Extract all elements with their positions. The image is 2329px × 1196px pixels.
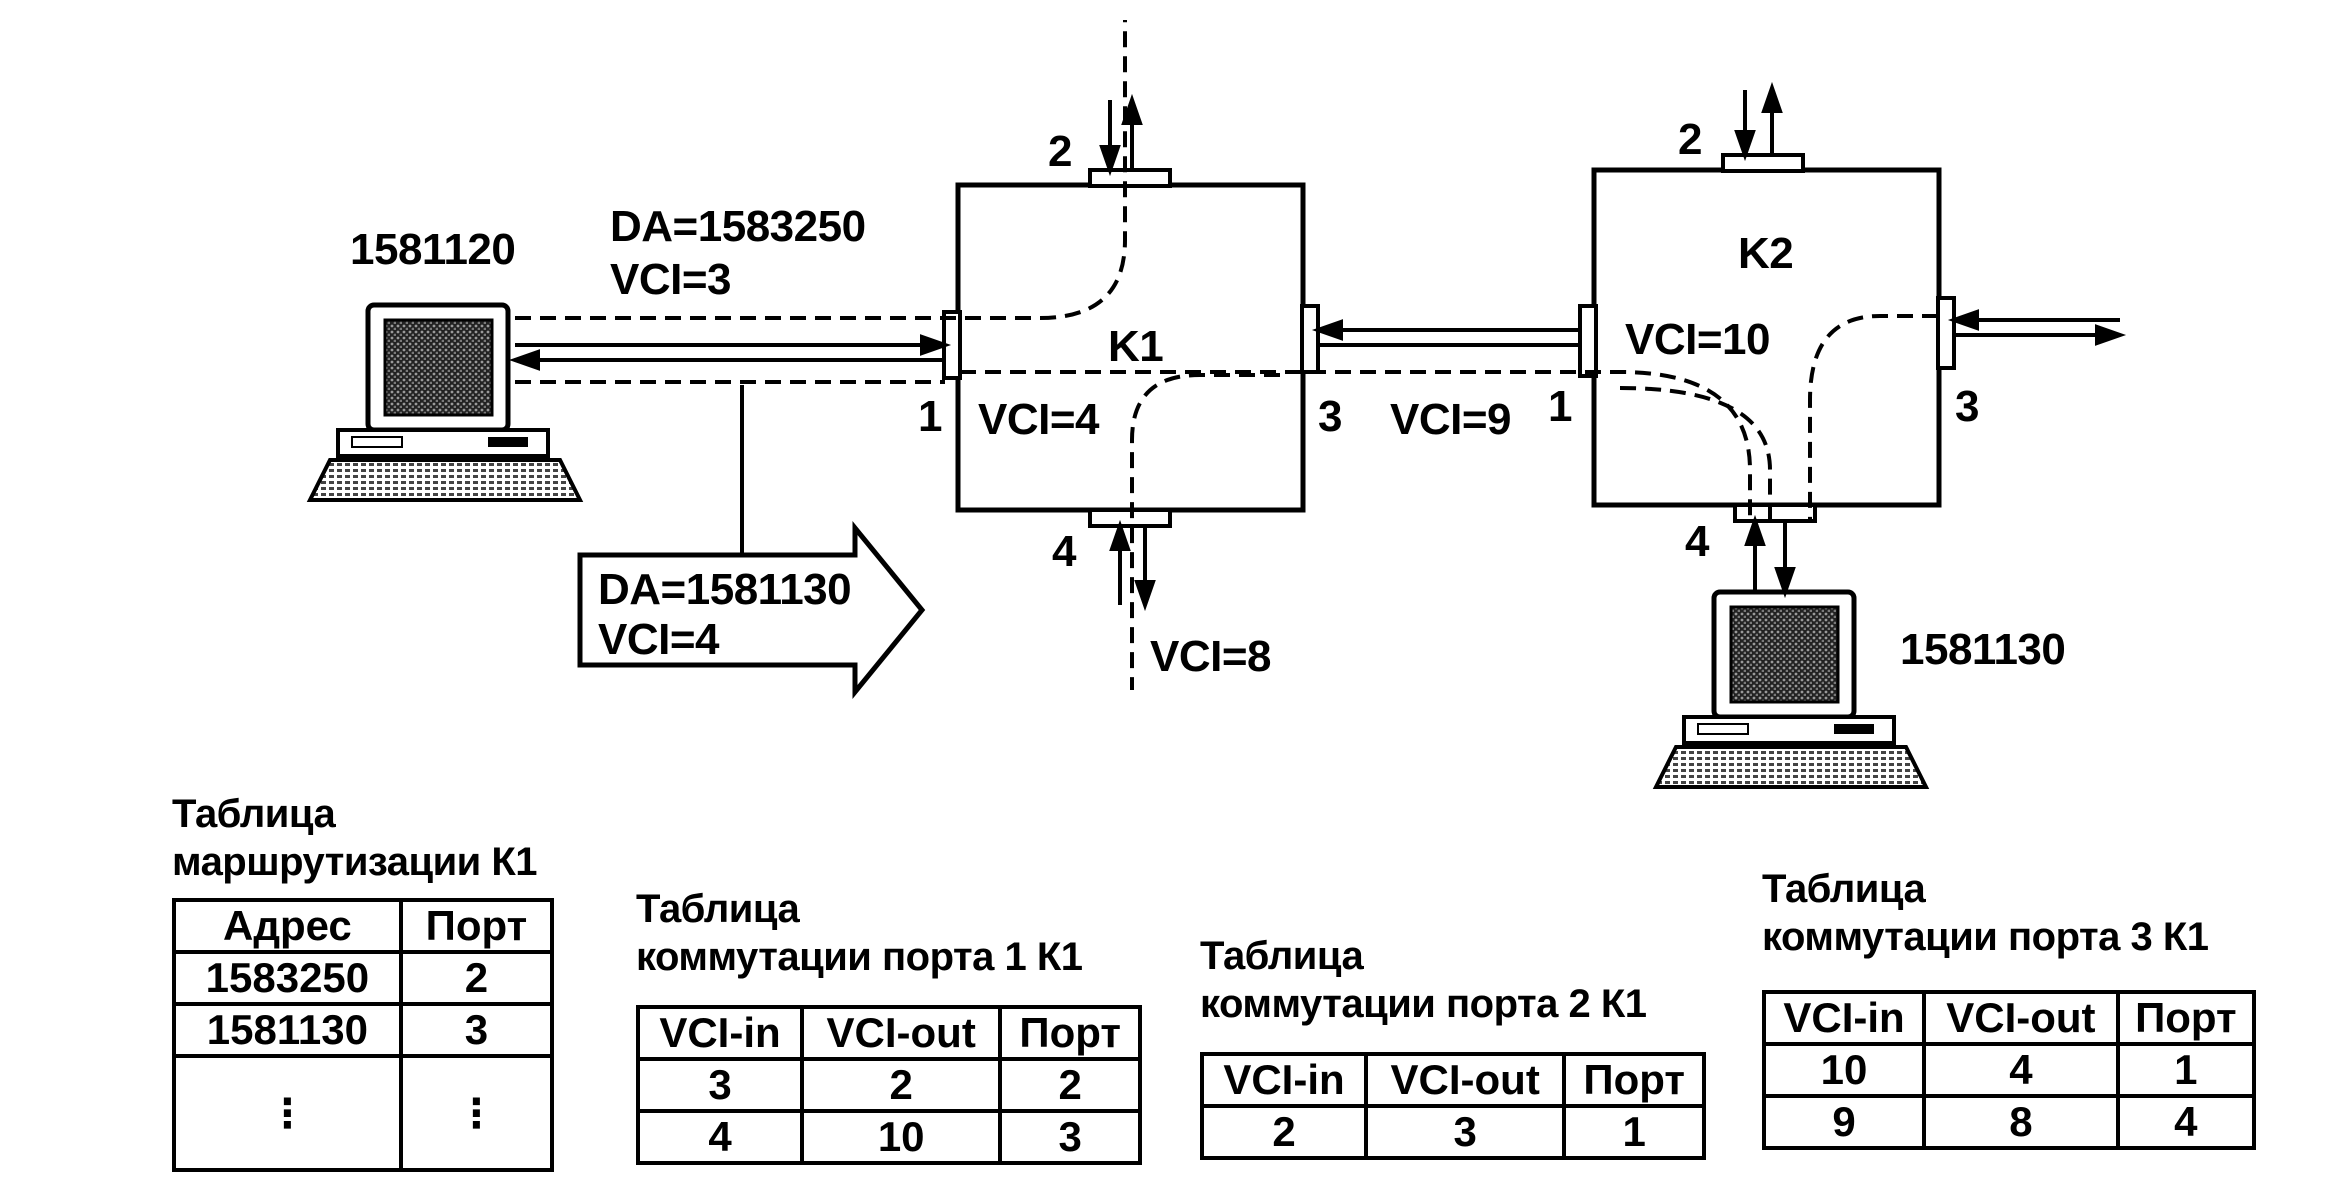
table-header-row: Адрес Порт xyxy=(172,898,555,954)
header-port: Порт xyxy=(1562,1052,1706,1108)
port2-table-caption: Таблица коммутации порта 2 К1 xyxy=(1200,934,1647,1026)
table-header-row: VCI-in VCI-out Порт xyxy=(1761,990,2257,1046)
vci-bottom-label: VCI=8 xyxy=(1150,632,1272,681)
computer-right-address: 1581130 xyxy=(1900,625,2066,674)
k2-port3 xyxy=(1936,296,1956,370)
k2-port1 xyxy=(1578,304,1598,378)
header-port: Порт xyxy=(2115,990,2257,1046)
table-row: 2 3 1 xyxy=(1200,1104,1706,1160)
k2-name: K2 xyxy=(1738,229,1794,278)
computer-left-icon xyxy=(306,302,584,502)
vci-top-label: VCI=3 xyxy=(610,255,732,304)
routing-table: Адрес Порт 1583250 2 1581130 3 ⋮ ⋮ xyxy=(172,898,555,1172)
table-cell: 3 xyxy=(1363,1104,1567,1160)
k2-port4 xyxy=(1733,503,1817,523)
table-cell: 3 xyxy=(636,1057,804,1113)
k1-port3-label: 3 xyxy=(1318,392,1342,441)
da-top-label: DA=1583250 xyxy=(610,202,866,251)
port1-table-caption: Таблица коммутации порта 1 К1 xyxy=(636,887,1083,979)
virtual-circuits xyxy=(515,20,1938,690)
table-cell: 4 xyxy=(2115,1094,2257,1150)
table-row: 1583250 2 xyxy=(172,950,555,1006)
table-cell: 1583250 xyxy=(172,950,403,1006)
routing-table-caption: Таблица маршрутизации К1 xyxy=(172,792,538,884)
table-row-ellipsis: ⋮ ⋮ xyxy=(172,1054,555,1172)
packet-arrow xyxy=(577,520,926,700)
k1-vci4-label: VCI=4 xyxy=(978,395,1100,444)
k1-port2-label: 2 xyxy=(1048,127,1072,176)
table-cell: 10 xyxy=(1761,1042,1927,1098)
k2-vci10-label: VCI=10 xyxy=(1625,315,1770,364)
port3-table-caption: Таблица коммутации порта 3 К1 xyxy=(1762,867,2209,959)
table-cell: 2 xyxy=(398,950,555,1006)
switch-k2 xyxy=(1578,153,1956,523)
vci-between-label: VCI=9 xyxy=(1390,395,1512,444)
table-cell: 4 xyxy=(636,1109,804,1165)
k1-port4-label: 4 xyxy=(1052,527,1076,576)
table-cell: 1 xyxy=(1562,1104,1706,1160)
k2-port2-label: 2 xyxy=(1678,115,1702,164)
k1-name: K1 xyxy=(1108,322,1164,371)
table-header-row: VCI-in VCI-out Порт xyxy=(636,1005,1142,1061)
port1-table: VCI-in VCI-out Порт 3 2 2 4 10 3 xyxy=(636,1005,1142,1165)
header-vci-out: VCI-out xyxy=(1922,990,2120,1046)
table-row: 10 4 1 xyxy=(1761,1042,2257,1098)
table-cell: 3 xyxy=(398,1002,555,1058)
routing-header-address: Адрес xyxy=(172,898,403,954)
port3-table: VCI-in VCI-out Порт 10 4 1 9 8 4 xyxy=(1761,990,2257,1150)
k1-port1-label: 1 xyxy=(918,392,942,441)
table-cell: 2 xyxy=(799,1057,1003,1113)
header-vci-in: VCI-in xyxy=(1761,990,1927,1046)
ellipsis-cell: ⋮ xyxy=(398,1054,555,1172)
k1-port3 xyxy=(1300,304,1320,374)
table-cell: 2 xyxy=(1200,1104,1368,1160)
header-vci-in: VCI-in xyxy=(636,1005,804,1061)
table-row: 1581130 3 xyxy=(172,1002,555,1058)
k2-port1-label: 1 xyxy=(1548,382,1572,431)
table-row: 4 10 3 xyxy=(636,1109,1142,1165)
k2-port2 xyxy=(1721,153,1805,173)
table-cell: 8 xyxy=(1922,1094,2120,1150)
packet-vci-label: VCI=4 xyxy=(598,615,720,664)
solid-links xyxy=(508,81,2127,612)
table-cell: 3 xyxy=(998,1109,1142,1165)
table-cell: 1 xyxy=(2115,1042,2257,1098)
routing-header-port: Порт xyxy=(398,898,555,954)
k2-port4-label: 4 xyxy=(1685,517,1709,566)
header-vci-in: VCI-in xyxy=(1200,1052,1368,1108)
table-cell: 1581130 xyxy=(172,1002,403,1058)
computer-right-icon xyxy=(1652,589,1930,789)
ellipsis-cell: ⋮ xyxy=(172,1054,403,1172)
k1-port2 xyxy=(1088,168,1172,188)
table-cell: 2 xyxy=(998,1057,1142,1113)
port2-table: VCI-in VCI-out Порт 2 3 1 xyxy=(1200,1052,1706,1160)
header-vci-out: VCI-out xyxy=(1363,1052,1567,1108)
header-port: Порт xyxy=(998,1005,1142,1061)
table-cell: 9 xyxy=(1761,1094,1927,1150)
table-header-row: VCI-in VCI-out Порт xyxy=(1200,1052,1706,1108)
header-vci-out: VCI-out xyxy=(799,1005,1003,1061)
table-row: 9 8 4 xyxy=(1761,1094,2257,1150)
table-row: 3 2 2 xyxy=(636,1057,1142,1113)
table-cell: 4 xyxy=(1922,1042,2120,1098)
table-cell: 10 xyxy=(799,1109,1003,1165)
k2-port3-label: 3 xyxy=(1955,382,1979,431)
packet-da-label: DA=1581130 xyxy=(598,565,852,614)
computer-left-address: 1581120 xyxy=(350,225,516,274)
